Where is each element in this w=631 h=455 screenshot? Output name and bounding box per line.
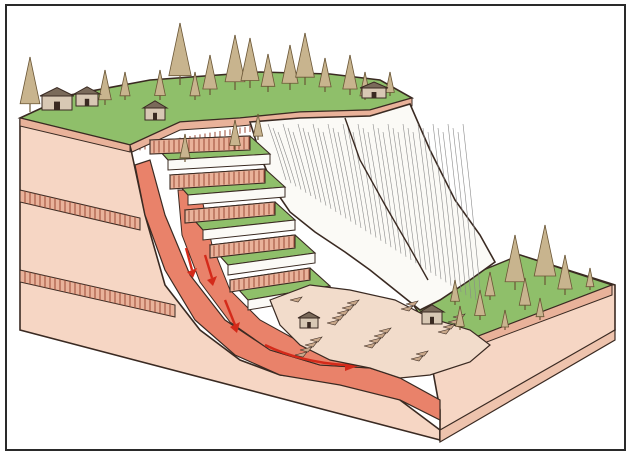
conifer-tree-icon bbox=[169, 23, 191, 85]
conifer-tree-icon bbox=[296, 33, 315, 85]
slump-block bbox=[150, 136, 270, 170]
conifer-tree-icon bbox=[20, 57, 40, 112]
conifer-tree-icon bbox=[534, 225, 556, 285]
house-icon bbox=[40, 88, 74, 110]
conifer-tree-icon bbox=[241, 38, 259, 88]
slump-block bbox=[210, 235, 315, 275]
conifer-tree-icon bbox=[282, 45, 298, 90]
conifer-tree-icon bbox=[225, 35, 245, 90]
